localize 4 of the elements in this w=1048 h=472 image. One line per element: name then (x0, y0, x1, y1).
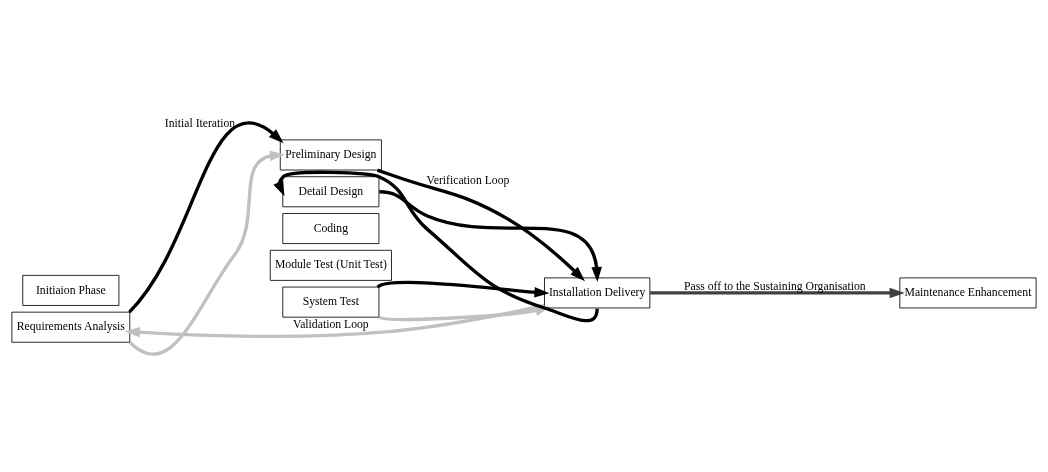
edge-label: Initial Iteration (164, 116, 236, 130)
edge-label: Validation Loop (293, 318, 369, 332)
edge-label: Verification Loop (426, 174, 510, 188)
edge-label: Pass off to the Sustaining Organisation (683, 279, 866, 293)
